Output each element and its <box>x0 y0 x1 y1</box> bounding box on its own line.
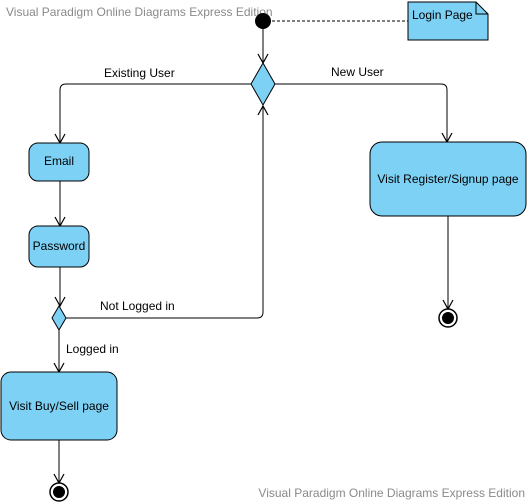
not-logged-in-label: Not Logged in <box>100 299 175 313</box>
email-node <box>28 142 90 182</box>
edge-not-logged-in <box>66 104 269 319</box>
edge-new-user <box>275 83 453 144</box>
initial-node <box>255 13 271 29</box>
email-label: Email <box>44 154 74 168</box>
login-decision <box>250 61 276 107</box>
edge-existing-user <box>54 83 251 145</box>
register-label: Visit Register/Signup page <box>377 172 519 186</box>
buy-sell-label: Visit Buy/Sell page <box>9 399 109 413</box>
login-page-label: Login Page <box>412 8 473 22</box>
login-page-note <box>407 1 489 41</box>
final-node-left-inner <box>53 486 65 498</box>
password-label: Password <box>33 239 86 253</box>
logged-in-decision <box>51 305 67 331</box>
new-user-label: New User <box>331 65 384 79</box>
final-node-right-inner <box>442 312 454 324</box>
watermark-top: Visual Paradigm Online Diagrams Express … <box>6 5 273 19</box>
logged-in-label: Logged in <box>66 342 119 356</box>
existing-user-label: Existing User <box>104 66 175 80</box>
password-node <box>28 225 90 268</box>
watermark-bottom: Visual Paradigm Online Diagrams Express … <box>258 486 525 500</box>
note-fold <box>475 2 488 15</box>
